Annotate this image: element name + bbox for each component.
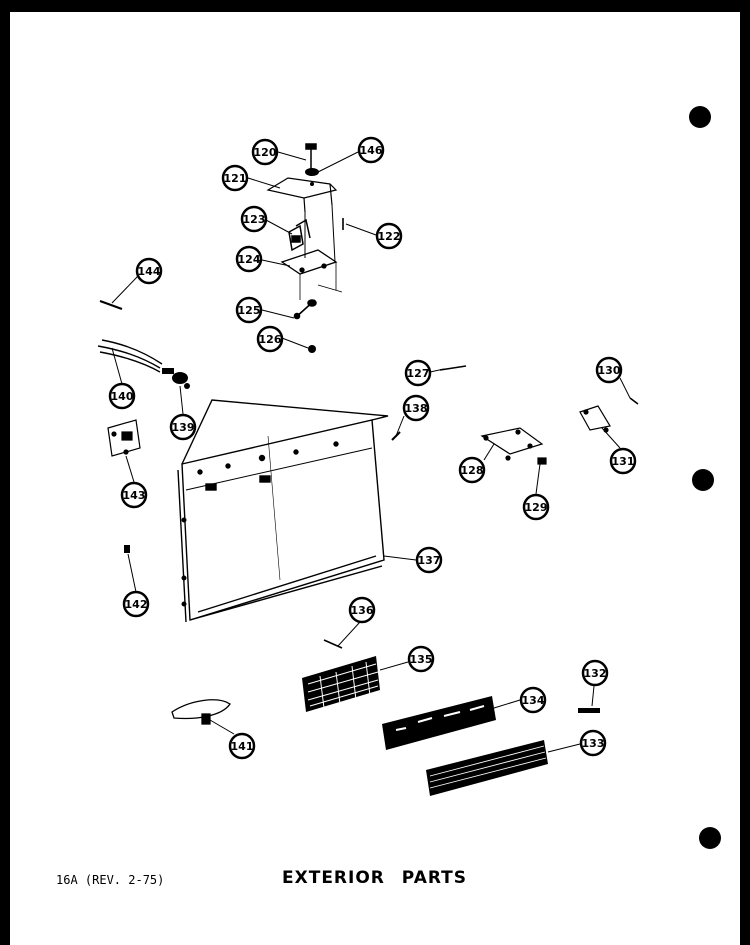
svg-text:138: 138 <box>405 402 428 415</box>
callout-122: 122 <box>375 222 403 250</box>
callout-133: 133 <box>579 729 607 757</box>
hinge-128-129 <box>480 427 547 465</box>
callout-121: 121 <box>221 164 249 192</box>
svg-text:141: 141 <box>231 740 254 753</box>
svg-text:124: 124 <box>238 253 261 266</box>
callout-139: 139 <box>169 413 197 441</box>
svg-text:142: 142 <box>125 598 148 611</box>
page-title: EXTERIOR PARTS <box>282 868 468 888</box>
binder-hole-middle <box>692 469 714 491</box>
callout-146: 146 <box>357 136 385 164</box>
svg-text:128: 128 <box>461 464 484 477</box>
callout-138: 138 <box>402 394 430 422</box>
revision-code: 16A (REV. 2-75) <box>56 873 165 887</box>
nut-126 <box>308 345 316 353</box>
svg-text:143: 143 <box>123 489 146 502</box>
support-lines <box>299 262 343 300</box>
callout-140: 140 <box>108 382 136 410</box>
svg-text:130: 130 <box>598 364 621 377</box>
power-cord-140 <box>97 339 163 373</box>
svg-text:121: 121 <box>224 172 247 185</box>
clip-123 <box>288 218 311 252</box>
callout-128: 128 <box>458 456 486 484</box>
callout-137: 137 <box>415 546 443 574</box>
svg-text:123: 123 <box>243 213 266 226</box>
callout-134: 134 <box>519 686 547 714</box>
svg-text:144: 144 <box>138 265 161 278</box>
trim-strip-132 <box>578 708 600 713</box>
bracket-plate-124 <box>280 249 338 275</box>
bracket-body <box>304 204 336 263</box>
callout-127: 127 <box>404 359 432 387</box>
callout-124: 124 <box>235 245 263 273</box>
callout-130: 130 <box>595 356 623 384</box>
svg-text:134: 134 <box>522 694 545 707</box>
screw-127 <box>439 365 467 371</box>
callout-143: 143 <box>120 481 148 509</box>
callout-132: 132 <box>581 659 609 687</box>
svg-text:139: 139 <box>172 421 195 434</box>
louver-grille-133 <box>426 740 548 796</box>
bracket-131 <box>579 405 611 433</box>
page-edge-top <box>0 0 750 12</box>
svg-text:135: 135 <box>410 653 433 666</box>
cord-connector-139 <box>162 368 190 389</box>
bracket-143 <box>107 419 141 457</box>
binder-hole-bottom <box>699 827 721 849</box>
svg-text:125: 125 <box>238 304 261 317</box>
washer-146 <box>305 168 319 186</box>
screw-144 <box>99 300 123 310</box>
svg-text:140: 140 <box>111 390 134 403</box>
svg-text:126: 126 <box>259 333 282 346</box>
front-panel-137 <box>177 399 389 623</box>
callout-141: 141 <box>228 732 256 760</box>
page-edge-left <box>0 0 10 945</box>
callout-126: 126 <box>256 325 284 353</box>
filter-grille-135 <box>302 656 380 712</box>
svg-text:146: 146 <box>360 144 383 157</box>
callout-144: 144 <box>135 257 163 285</box>
handle-141 <box>171 699 231 725</box>
callout-131: 131 <box>609 447 637 475</box>
callout-135: 135 <box>407 645 435 673</box>
page-edge-right <box>740 0 750 945</box>
bolt-125 <box>293 299 317 320</box>
svg-text:127: 127 <box>407 367 430 380</box>
nameplate-134 <box>382 696 496 750</box>
svg-text:122: 122 <box>378 230 401 243</box>
svg-text:133: 133 <box>582 737 605 750</box>
svg-text:129: 129 <box>525 501 548 514</box>
svg-text:136: 136 <box>351 604 374 617</box>
callout-142: 142 <box>122 590 150 618</box>
screw-130 <box>629 397 639 405</box>
svg-text:131: 131 <box>612 455 635 468</box>
svg-text:120: 120 <box>254 146 277 159</box>
callout-136: 136 <box>348 596 376 624</box>
leader-lines <box>111 151 631 753</box>
svg-text:137: 137 <box>418 554 441 567</box>
callout-129: 129 <box>522 493 550 521</box>
callout-123: 123 <box>240 205 268 233</box>
callout-120: 120 <box>251 138 279 166</box>
screw-136 <box>323 639 343 649</box>
binder-hole-top <box>689 106 711 128</box>
mounting-bracket-121 <box>266 177 338 213</box>
callout-125: 125 <box>235 296 263 324</box>
svg-text:132: 132 <box>584 667 607 680</box>
plug-142 <box>124 545 130 553</box>
